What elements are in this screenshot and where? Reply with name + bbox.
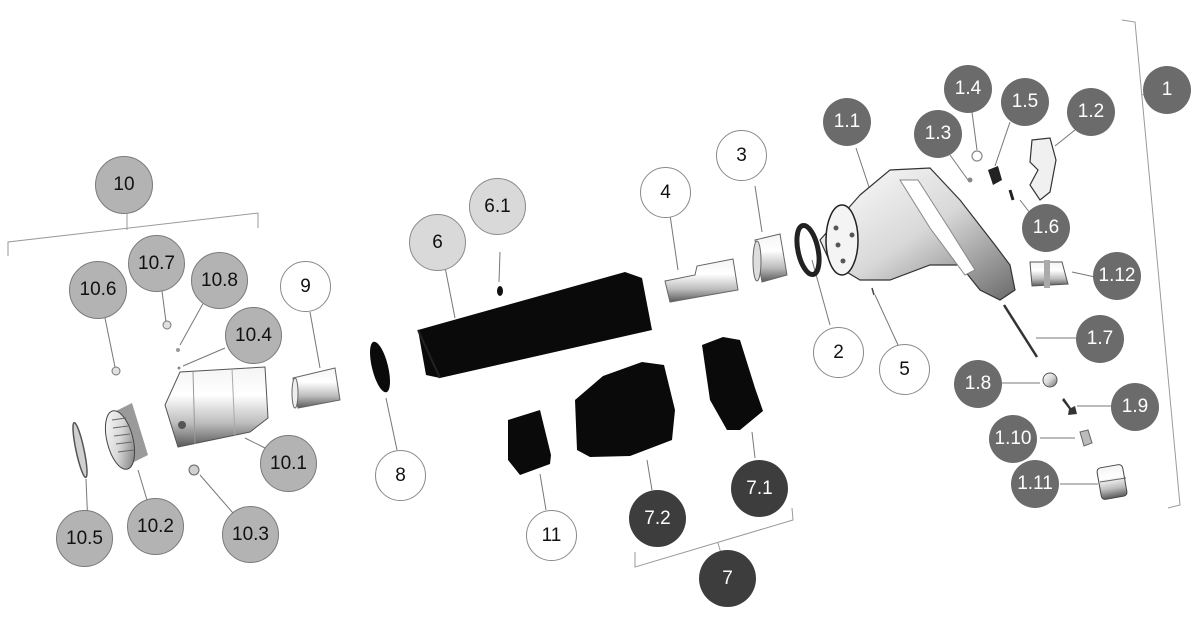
part-10-6-ball [111, 366, 121, 376]
part-10-2-knurled-nut [104, 403, 148, 470]
leader-10-1 [244, 437, 266, 449]
part-1-9-valve [1062, 398, 1077, 415]
bracket-group-1 [1121, 19, 1181, 509]
callout-1-2: 1.2 [1067, 88, 1115, 136]
part-1-8-nut [1042, 372, 1058, 388]
leader-1-1 [855, 147, 871, 191]
callout-1-4: 1.4 [944, 65, 992, 113]
leader-11 [539, 473, 547, 511]
callout-1-1: 1.1 [823, 98, 871, 146]
part-1-4-clip [971, 150, 983, 162]
callout-5: 5 [879, 344, 930, 395]
callout-10-1: 10.1 [260, 435, 317, 492]
callout-10-5: 10.5 [56, 510, 113, 567]
leader-3 [754, 185, 763, 233]
leader-5 [874, 294, 899, 346]
leader-1-4 [971, 111, 978, 151]
leader-4 [669, 214, 679, 271]
part-10-5-washer [72, 421, 88, 479]
part-1-1-housing [819, 167, 1016, 301]
callout-7-2: 7.2 [629, 490, 686, 547]
callout-1-8: 1.8 [954, 360, 1002, 408]
callout-2: 2 [813, 327, 864, 378]
bracket-group-10 [7, 212, 259, 256]
part-7-1-cover [702, 337, 763, 430]
part-1-12-fitting [1029, 260, 1069, 288]
leader-10-8 [179, 299, 206, 346]
leader-10-6 [104, 317, 116, 368]
callout-6-1: 6.1 [469, 178, 526, 235]
part-4-insert [664, 258, 739, 303]
callout-8: 8 [375, 450, 426, 501]
part-6-1-grub-screw [497, 286, 503, 296]
leader-1-3 [949, 154, 969, 181]
part-11-cap [508, 410, 551, 475]
part-10-3-ball [188, 464, 200, 476]
leader-1-2 [1054, 129, 1076, 147]
callout-9: 9 [280, 261, 331, 312]
callout-1-5: 1.5 [1001, 78, 1049, 126]
part-8-ring [370, 341, 390, 393]
callout-1-9: 1.9 [1111, 383, 1159, 431]
leader-6-1 [498, 251, 501, 283]
part-7-2-grip [575, 362, 675, 457]
leader-10-4 [182, 347, 226, 367]
part-1-7-rod [1002, 304, 1039, 358]
callout-10-8: 10.8 [191, 252, 248, 309]
callout-10-7: 10.7 [128, 235, 185, 292]
callout-1-7: 1.7 [1076, 315, 1124, 363]
leader-9 [309, 311, 321, 369]
leader-2 [811, 259, 831, 326]
part-1-11-nut [1096, 464, 1128, 500]
bracket-group-7 [634, 507, 794, 568]
callout-3: 3 [716, 130, 767, 181]
callout-6: 6 [409, 214, 466, 271]
callout-1-6: 1.6 [1022, 204, 1070, 252]
part-1-6-pin [1008, 189, 1015, 201]
part-5-pin [871, 287, 875, 296]
callout-1-10: 1.10 [989, 415, 1037, 463]
part-3-bushing [752, 233, 788, 283]
part-10-4-pin [177, 366, 181, 370]
part-1-5-nozzle [988, 166, 1002, 185]
leader-8 [385, 397, 398, 451]
leader-10-7 [161, 290, 167, 323]
callout-10-2: 10.2 [127, 498, 184, 555]
callout-10-4: 10.4 [225, 307, 282, 364]
leader-10-2 [137, 469, 148, 501]
callout-1: 1 [1143, 66, 1191, 114]
part-1-2-lever [1029, 137, 1057, 201]
leader-6 [444, 266, 456, 319]
callout-10-3: 10.3 [222, 506, 279, 563]
callout-11: 11 [526, 510, 577, 561]
part-10-7-ball [162, 320, 172, 330]
callout-10-6: 10.6 [69, 261, 127, 319]
leader-10-3 [199, 474, 234, 514]
callout-1-3: 1.3 [914, 110, 962, 158]
part-1-3-screw [967, 177, 973, 183]
leader-1-5 [994, 121, 1011, 167]
part-1-10-spring [1079, 429, 1093, 447]
part-10-1-body [164, 366, 269, 448]
leader-7-2 [646, 459, 653, 491]
callout-7: 7 [699, 550, 756, 607]
callout-4: 4 [640, 167, 691, 218]
callout-7-1: 7.1 [731, 460, 788, 517]
leader-1-12 [1071, 271, 1096, 278]
part-10-8-pin [176, 348, 180, 352]
part-2-ring [794, 222, 822, 278]
leader-7-1 [751, 431, 756, 459]
callout-1-12: 1.12 [1093, 252, 1141, 300]
callout-10: 10 [95, 156, 153, 214]
callout-1-11: 1.11 [1011, 460, 1059, 508]
part-6-handle [417, 272, 652, 379]
part-9-sleeve [291, 367, 341, 409]
